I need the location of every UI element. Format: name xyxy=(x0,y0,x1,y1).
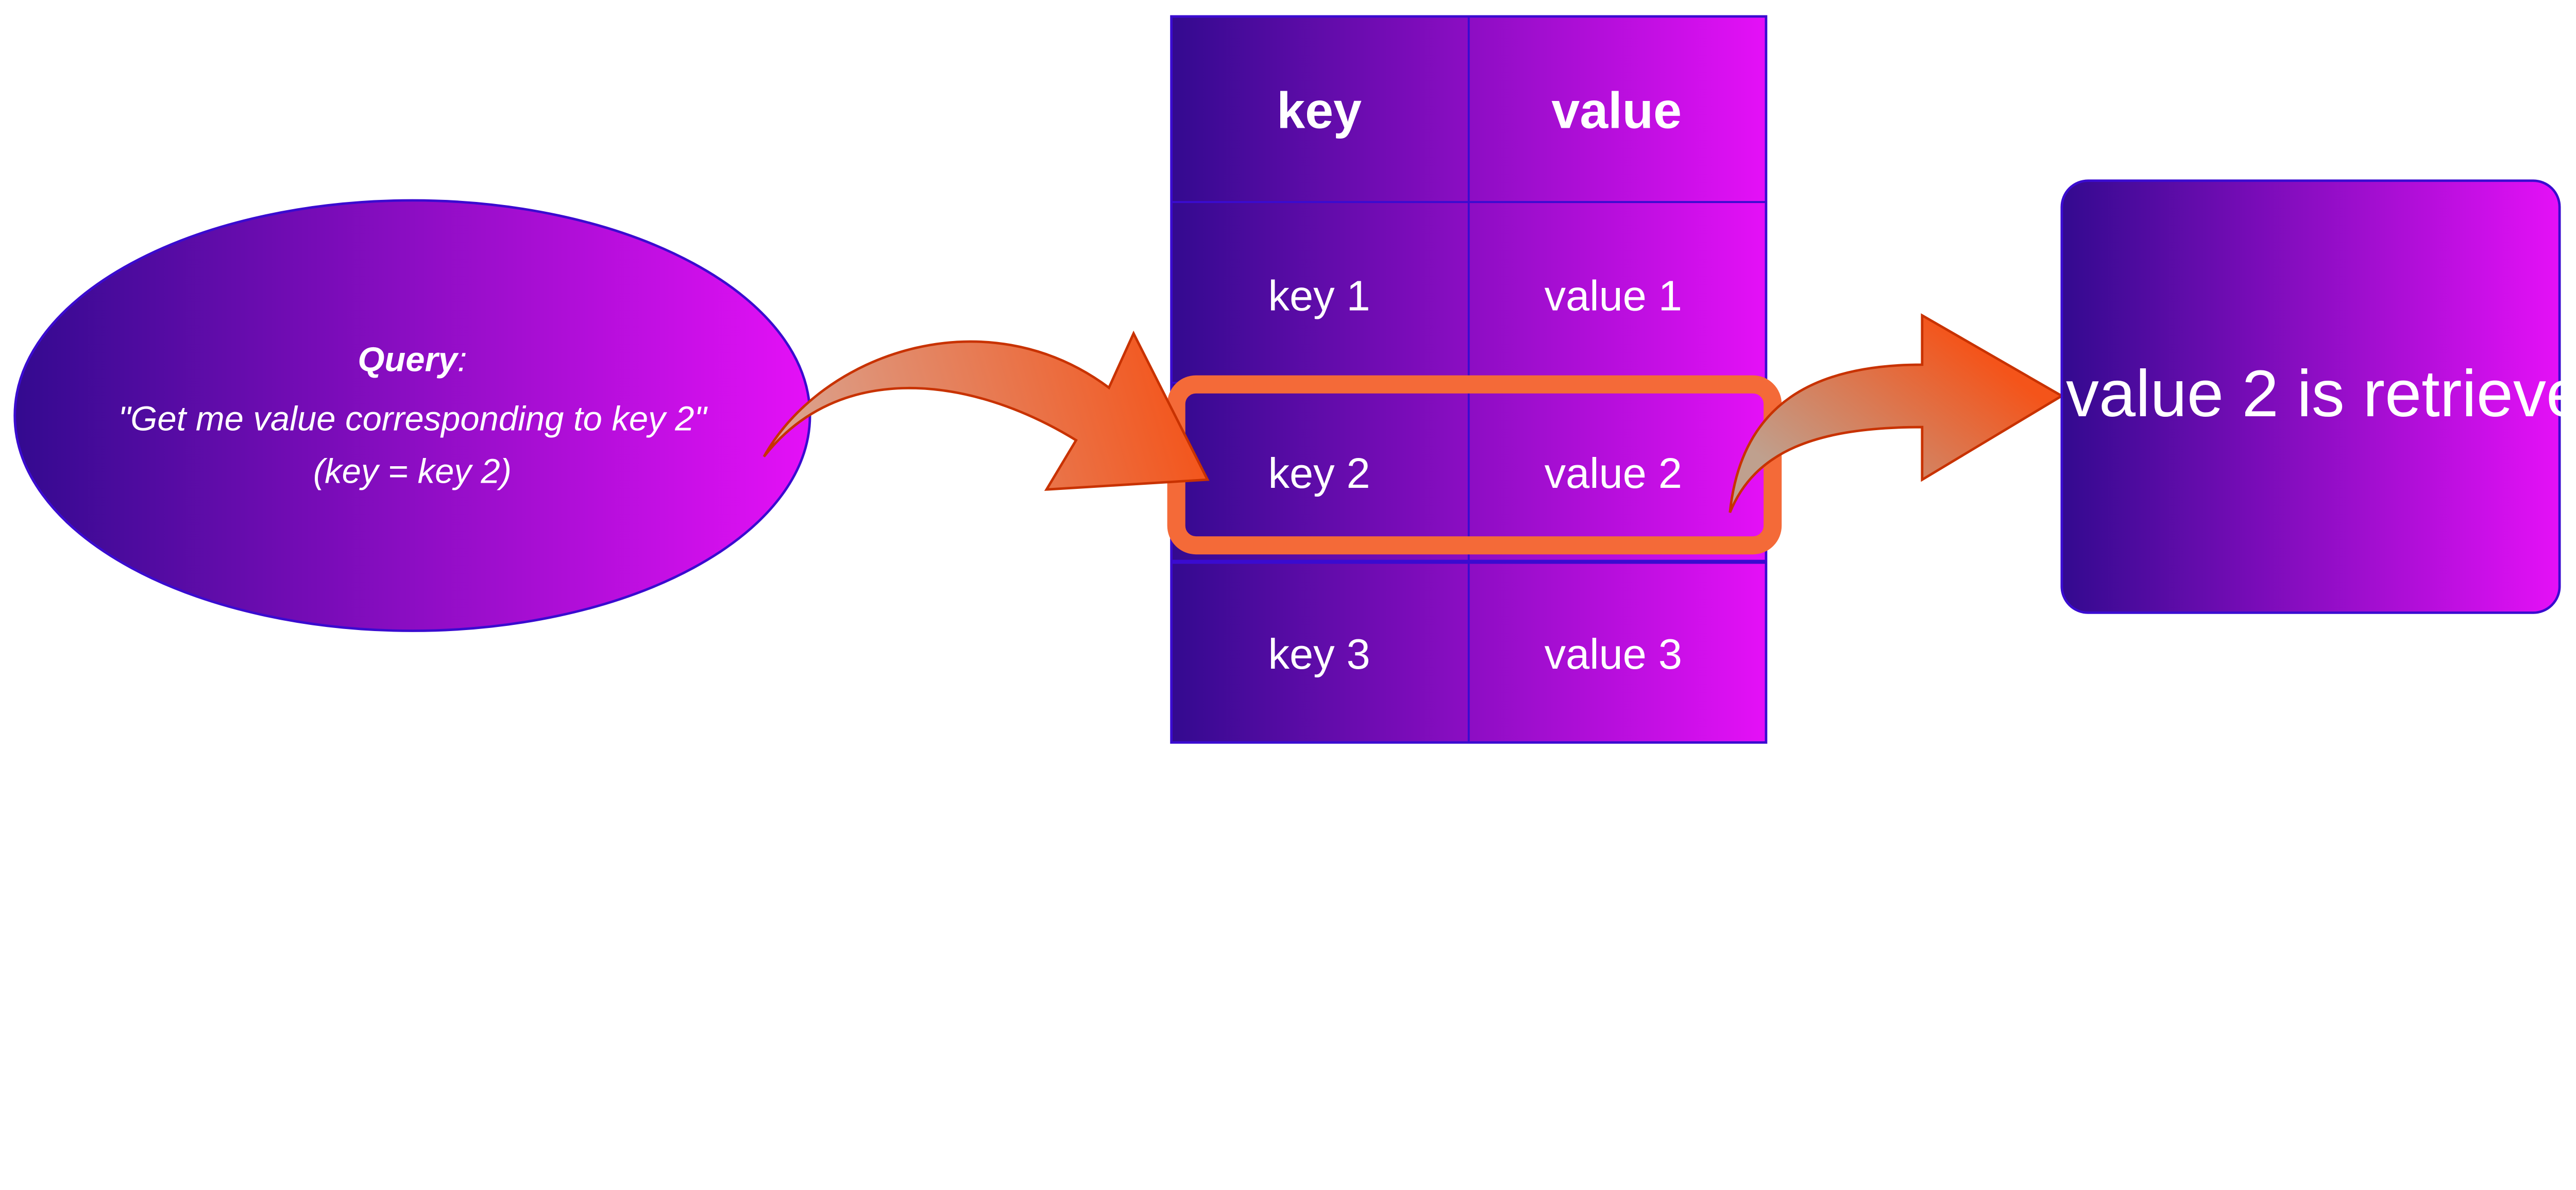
cell-key-1: key 1 xyxy=(1268,272,1370,320)
header-key: key xyxy=(1277,82,1362,139)
cell-key-3: key 3 xyxy=(1268,630,1370,678)
query-title-label: Query xyxy=(358,341,459,379)
cell-value-1: value 1 xyxy=(1545,272,1682,320)
diagram-stage: Query: "Get me value corresponding to ke… xyxy=(13,15,2576,744)
header-value: value xyxy=(1551,82,1682,139)
cell-key-2: key 2 xyxy=(1268,449,1370,497)
curved-arrow-icon xyxy=(762,330,1210,491)
query-title-colon: : xyxy=(457,341,467,379)
result-text: value 2 is retrieved xyxy=(2066,357,2576,431)
key-value-lookup-diagram: Query: "Get me value corresponding to ke… xyxy=(13,15,2561,744)
cell-value-2: value 2 xyxy=(1545,449,1682,497)
query-node: Query: "Get me value corresponding to ke… xyxy=(13,199,811,632)
key-value-table: key value key 1 value 1 key 2 value 2 ke… xyxy=(1167,15,1782,744)
result-node xyxy=(2060,179,2561,614)
query-title: Query: xyxy=(358,341,467,379)
query-text: "Get me value corresponding to key 2" xyxy=(118,399,708,438)
result-box xyxy=(2060,179,2561,614)
query-key: (key = key 2) xyxy=(313,452,512,490)
cell-value-3: value 3 xyxy=(1545,630,1682,678)
curved-arrow-icon xyxy=(1728,313,2064,513)
